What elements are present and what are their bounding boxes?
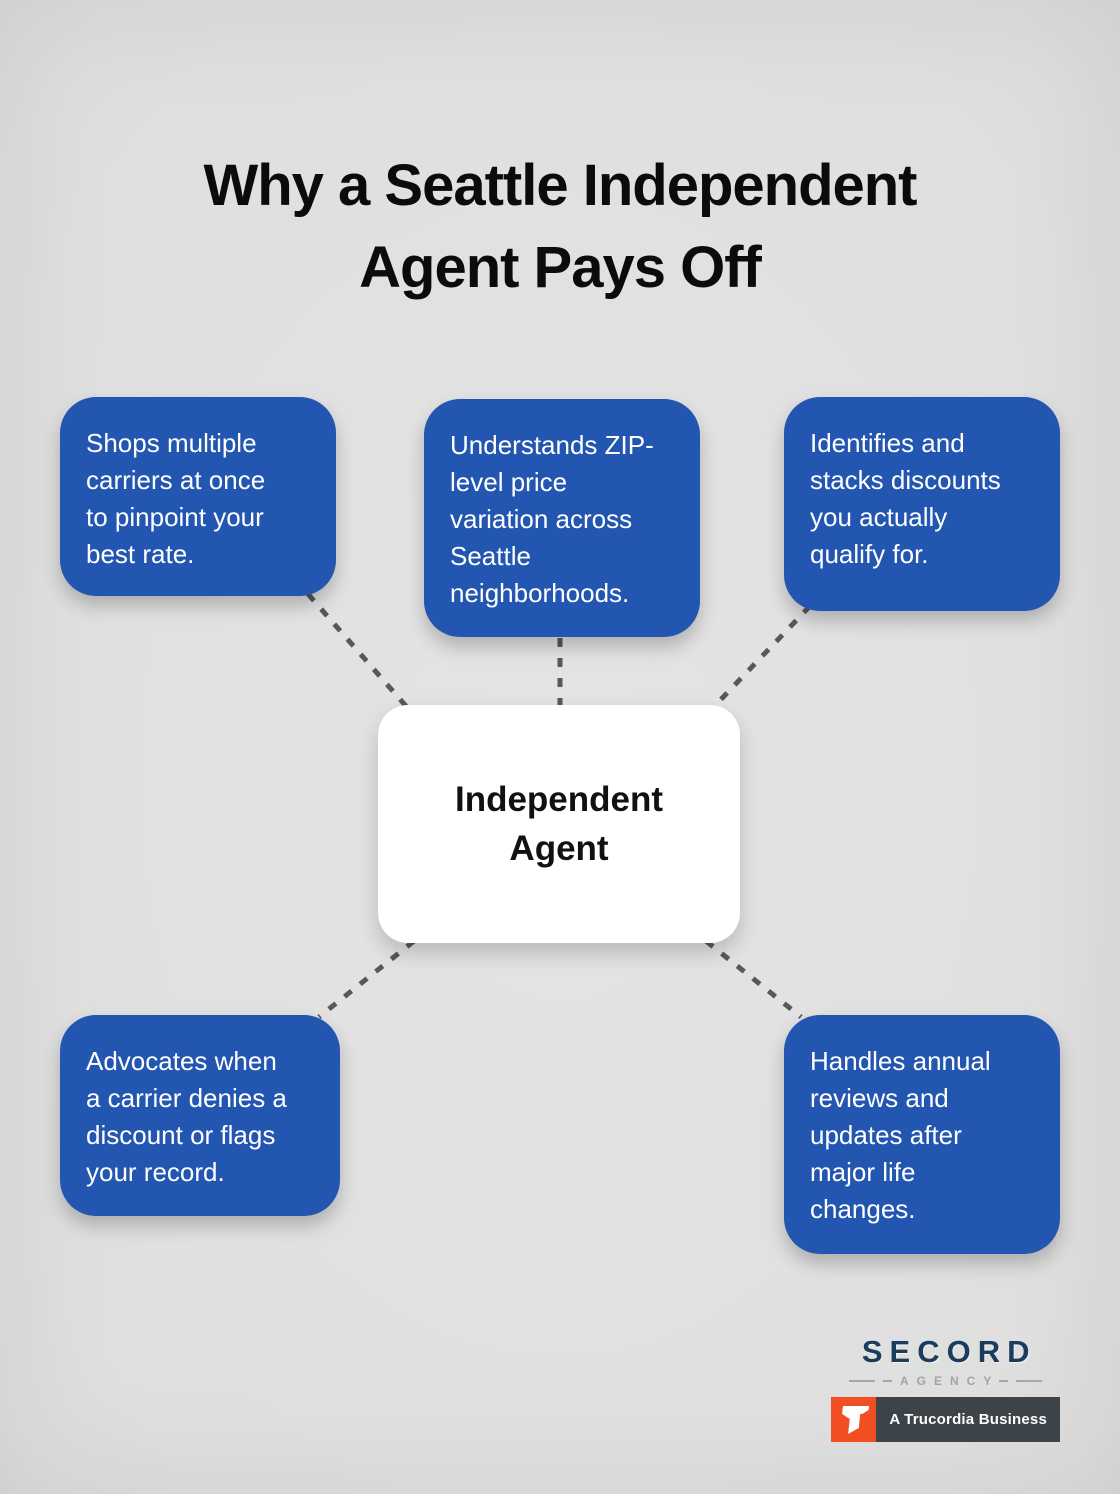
center-node-independent-agent: Independent Agent [378,705,740,943]
connector-bottom-left [317,939,416,1019]
trucordia-t-glyph [842,1406,870,1434]
agency-row: AGENCY [849,1374,1043,1388]
benefit-node-annual-reviews: Handles annual reviews and updates after… [784,1015,1060,1254]
benefit-text: Advocates when a carrier denies a discou… [86,1046,287,1187]
agency-rule-right-short [999,1380,1009,1382]
benefit-text: Identifies and stacks discounts you actu… [810,428,1001,569]
trucordia-label: A Trucordia Business [889,1411,1047,1428]
benefit-node-zip-variation: Understands ZIP- level price variation a… [424,399,700,637]
connector-bottom-right [704,939,803,1019]
page-title: Why a Seattle Independent Agent Pays Off [203,152,918,301]
secord-wordmark: SECORD [861,1334,1037,1369]
benefit-node-advocates: Advocates when a carrier denies a discou… [60,1015,340,1216]
trucordia-t-icon [831,1397,877,1442]
benefit-text: Handles annual reviews and updates after… [810,1046,991,1224]
benefit-node-shops-carriers: Shops multiple carriers at once to pinpo… [60,397,336,596]
benefit-text: Shops multiple carriers at once to pinpo… [86,428,266,569]
trucordia-bar: A Trucordia Business [876,1397,1060,1442]
brand-logo-block: SECORD AGENCY A T [831,1334,1060,1442]
agency-label: AGENCY [900,1374,1000,1388]
connector-top-left [306,592,414,715]
center-node-label: Independent Agent [454,780,664,868]
trucordia-badge: A Trucordia Business [831,1397,1060,1442]
agency-rule-left [849,1380,875,1382]
connector-top-right [706,604,812,715]
benefit-node-stacks-discounts: Identifies and stacks discounts you actu… [784,397,1060,611]
agency-rule-right [1016,1380,1043,1382]
benefit-text: Understands ZIP- level price variation a… [450,430,654,608]
agency-rule-left-short [883,1380,892,1382]
